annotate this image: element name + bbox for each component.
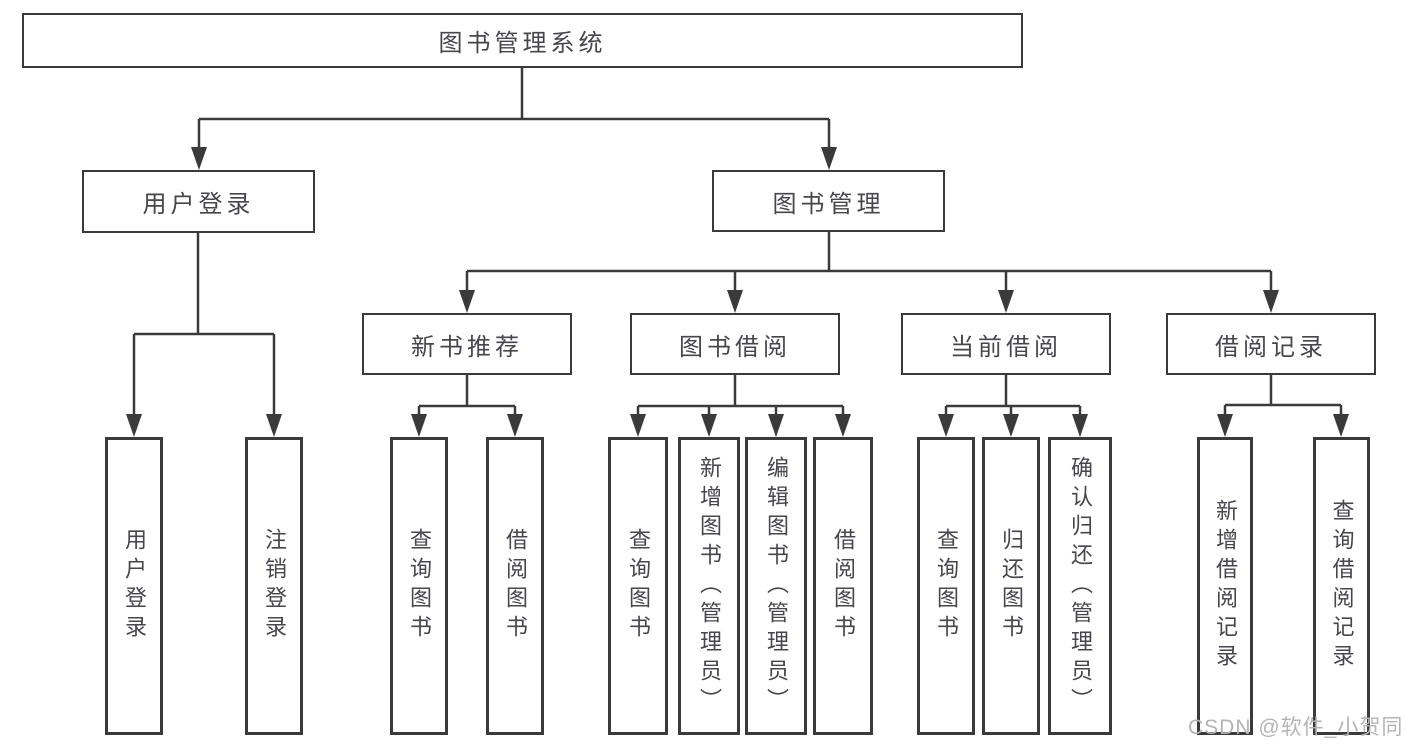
arrow-icon [727,290,743,313]
node-label: 图书借阅 [679,333,791,361]
node-add-borrow-record: 新增借阅记录 [1197,437,1253,735]
node-user-login-action: 用户登录 [105,437,163,735]
node-label: 查询借阅记录 [1329,499,1355,673]
node-label: 查询图书 [626,528,651,644]
watermark: CSDN @软件_小贺同学 [1188,716,1405,739]
node-book-management: 图书管理 [712,170,945,232]
node-label: 用户登录 [122,528,147,644]
node-current-borrowing: 当前借阅 [901,313,1111,375]
arrow-icon [821,147,837,170]
node-label: 确认归还（管理员） [1068,455,1093,717]
node-label: 新书推荐 [411,333,523,361]
arrow-icon [1072,414,1088,437]
node-label: 编辑图书（管理员） [764,455,789,717]
node-label: 借阅图书 [831,528,856,644]
node-edit-book-admin: 编辑图书（管理员） [745,437,807,735]
arrow-icon [266,414,282,437]
node-root-system: 图书管理系统 [22,13,1023,68]
node-label: 查询图书 [934,528,959,644]
node-return-book: 归还图书 [982,437,1040,735]
node-label: 用户登录 [142,191,255,218]
node-query-borrow-record: 查询借阅记录 [1313,437,1370,735]
node-borrow-records: 借阅记录 [1166,313,1376,375]
node-query-books-current: 查询图书 [917,437,975,735]
arrow-icon [630,414,646,437]
node-query-books-borrowing: 查询图书 [608,437,668,735]
node-borrow-books-recommend: 借阅图书 [486,437,544,735]
arrow-icon [768,414,784,437]
node-add-book-admin: 新增图书（管理员） [678,437,740,735]
arrow-icon [938,414,954,437]
arrow-icon [126,414,142,437]
node-confirm-return-admin: 确认归还（管理员） [1048,437,1112,735]
arrow-icon [191,147,207,170]
arrow-icon [1263,290,1279,313]
arrow-icon [1333,414,1349,437]
node-query-books-recommend: 查询图书 [390,437,448,735]
node-user-login-module: 用户登录 [82,170,315,233]
arrow-icon [1003,414,1019,437]
node-label: 借阅记录 [1215,333,1327,361]
node-label: 借阅图书 [503,528,528,644]
node-label: 注销登录 [262,528,287,644]
arrow-icon [1217,414,1233,437]
node-label: 当前借阅 [950,333,1062,361]
node-logout: 注销登录 [245,437,303,735]
arrow-icon [701,414,717,437]
arrow-icon [507,414,523,437]
arrow-icon [835,414,851,437]
node-label: 归还图书 [999,528,1024,644]
arrow-icon [998,290,1014,313]
node-borrow-books: 借阅图书 [813,437,873,735]
node-label: 图书管理 [772,190,885,218]
node-label: 图书管理系统 [438,30,607,57]
arrow-icon [459,290,475,313]
node-label: 查询图书 [407,528,432,644]
node-label: 新增图书（管理员） [697,455,722,717]
node-book-borrowing: 图书借阅 [630,313,840,375]
node-label: 新增借阅记录 [1213,499,1238,673]
node-new-book-recommend: 新书推荐 [362,313,572,375]
arrow-icon [411,414,427,437]
